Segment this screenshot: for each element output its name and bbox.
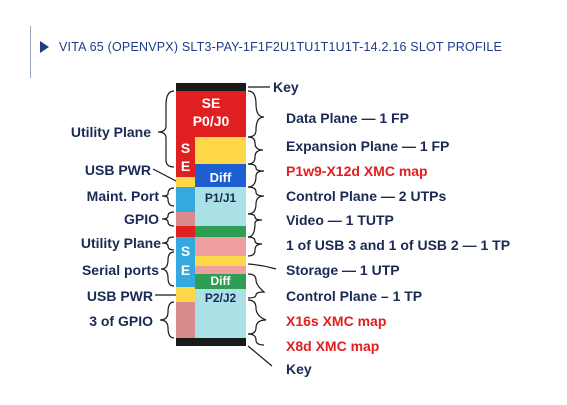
label-control-plane: Control Plane — 2 UTPs [286, 188, 447, 204]
p2-block [195, 289, 246, 338]
right-brace-expansion-plane [247, 136, 264, 165]
label-3-of-gpio: 3 of GPIO [89, 313, 153, 329]
key-top [176, 83, 246, 91]
label-key-bottom: Key [286, 361, 312, 377]
p2-label: P2/J2 [204, 291, 237, 305]
se-upper-block [176, 137, 195, 177]
p0-label-line1: SE [201, 95, 221, 111]
se-lower-block [176, 237, 195, 287]
label-control-plane-2: Control Plane – 1 TP [286, 288, 423, 304]
label-usb-pwr-2: USB PWR [86, 288, 153, 304]
label-serial-ports: Serial ports [81, 262, 159, 278]
green-stripe [195, 226, 246, 237]
key-bottom [176, 338, 246, 346]
right-brace-control-plane-2 [247, 273, 266, 299]
storage-yellow [195, 256, 246, 266]
diff-lower-label: Diff [210, 274, 231, 288]
expansion-yellow [195, 137, 246, 164]
label-expansion-plane: Expansion Plane — 1 FP [286, 138, 450, 154]
diff-upper-block [195, 164, 246, 187]
right-brace-usb [247, 236, 263, 257]
frame-line [30, 26, 31, 78]
usb-pink-block [195, 237, 246, 256]
right-brace-p1w9 [247, 163, 265, 188]
se-upper-s: S [180, 140, 191, 156]
title-row: VITA 65 (OPENVPX) SLT3-PAY-1F1F2U1TU1T1U… [40, 40, 502, 54]
diagram-title: VITA 65 (OPENVPX) SLT3-PAY-1F1F2U1TU1T1U… [59, 40, 503, 54]
right-line-key-bottom [247, 345, 273, 367]
left-brace-gpio [161, 211, 175, 227]
left-brace-utility-plane [157, 90, 175, 168]
p1-block [195, 187, 246, 226]
p1-label: P1/J1 [204, 191, 237, 205]
label-usb-3-usb-2: 1 of USB 3 and 1 of USB 2 — 1 TP [286, 237, 511, 253]
se-lower-s: S [180, 243, 191, 259]
right-brace-data-plane [247, 90, 265, 138]
label-utility-plane-2: Utility Plane [80, 235, 161, 251]
left-brace-maint-port [161, 187, 175, 207]
left-line-usb-pwr [152, 168, 177, 182]
se-upper-e: E [180, 158, 191, 174]
storage-pink [195, 266, 246, 274]
p0-label-line2: P0/J0 [192, 113, 230, 129]
left-brace-utility-plane-2 [161, 236, 175, 251]
label-gpio: GPIO [123, 211, 159, 227]
label-storage: Storage — 1 UTP [286, 262, 400, 278]
label-p1w9-xmc-map: P1w9-X12d XMC map [286, 163, 428, 179]
label-utility-plane: Utility Plane [70, 124, 151, 140]
gpio-lower-block [176, 302, 195, 338]
label-video: Video — 1 TUTP [286, 212, 394, 228]
left-brace-gpio-2 [159, 301, 175, 339]
label-maint-port: Maint. Port [86, 188, 159, 204]
left-brace-serial-ports [160, 251, 175, 287]
green-stripe-red [176, 226, 195, 237]
maint-port-block [176, 187, 195, 212]
right-brace-x16s [247, 299, 267, 335]
gpio-block [176, 212, 195, 226]
label-x16s-xmc-map: X16s XMC map [286, 313, 387, 329]
usb-pwr-lower [176, 287, 195, 302]
label-key-top: Key [273, 79, 299, 95]
p0-se-block [176, 91, 246, 137]
right-line-x8d [247, 333, 265, 346]
label-x8d-xmc-map: X8d XMC map [286, 338, 380, 354]
label-data-plane: Data Plane — 1 FP [286, 110, 409, 126]
usb-pwr-upper [176, 177, 195, 187]
se-lower-e: E [180, 262, 191, 278]
title-arrow-icon [40, 41, 49, 53]
right-brace-control-plane [247, 186, 265, 215]
diff-lower-block [195, 274, 246, 289]
diff-upper-label: Diff [209, 170, 232, 185]
right-brace-video [247, 213, 263, 238]
label-usb-pwr: USB PWR [84, 162, 151, 178]
right-line-storage [247, 263, 277, 270]
